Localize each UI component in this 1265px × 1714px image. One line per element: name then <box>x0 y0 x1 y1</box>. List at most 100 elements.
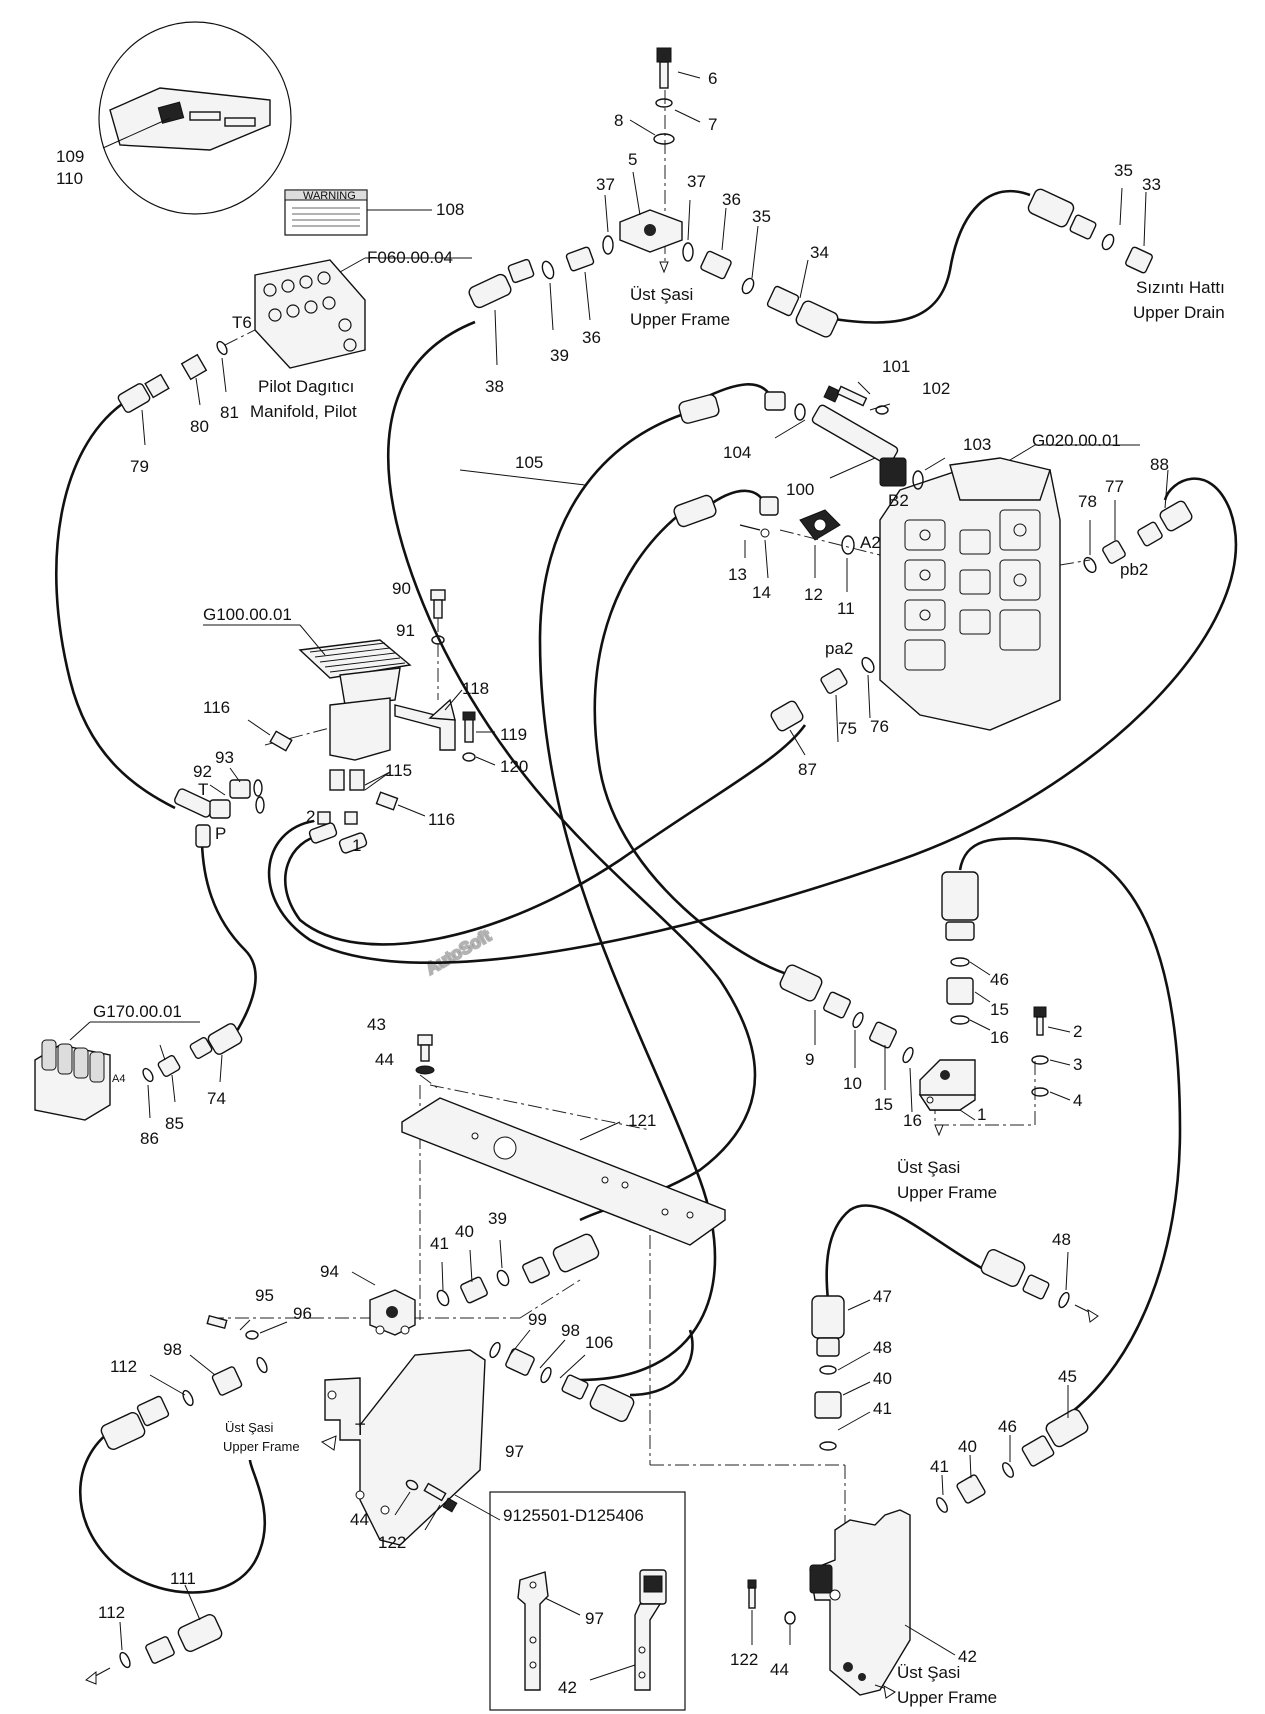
callout: 36 <box>582 328 601 347</box>
label-upper-drain: Upper Drain <box>1133 303 1225 322</box>
callout: 112 <box>110 1357 137 1376</box>
fittings-99-98-106 <box>489 1329 635 1422</box>
callout: 15 <box>874 1095 893 1114</box>
callout: 46 <box>990 970 1009 989</box>
callout: 105 <box>515 453 543 472</box>
hose-79-80 <box>55 402 176 810</box>
flange-b2-assembly <box>678 381 946 490</box>
ref-g020: G020.00.01 <box>1032 431 1121 450</box>
callout: 41 <box>930 1457 949 1476</box>
label-sizinti-hatti: Sızıntı Hattı <box>1136 278 1225 297</box>
callout: 12 <box>804 585 823 604</box>
bolts-44-122-left <box>394 1479 458 1531</box>
g170-solenoid-block <box>34 1021 243 1121</box>
fittings-40-41-45-46-lower <box>936 1385 1089 1513</box>
callout-numbers: 109 110 108 6 8 7 5 37 37 36 35 34 35 33… <box>56 69 1169 1697</box>
callout: 10 <box>843 1074 862 1093</box>
ref-g170: G170.00.01 <box>93 1002 182 1021</box>
hose-a2-line <box>593 508 791 977</box>
label-ust-sasi: Üst Şasi <box>225 1420 274 1435</box>
callout: 40 <box>455 1222 474 1241</box>
callout: 118 <box>462 679 489 698</box>
callout: 88 <box>1150 455 1169 474</box>
callout: 108 <box>436 200 464 219</box>
label-upper-frame: Upper Frame <box>897 1183 997 1202</box>
callout: 45 <box>1058 1367 1077 1386</box>
bolt-90-91 <box>430 589 446 700</box>
hose-pilot-to-74 <box>200 824 257 1046</box>
label-upper-frame: Upper Frame <box>897 1688 997 1707</box>
fittings-pa2 <box>770 656 875 756</box>
label-upper-frame: Upper Frame <box>223 1439 300 1454</box>
label-pilot-dagitici: Pilot Dagıtıcı <box>258 377 354 396</box>
port-label: T <box>198 780 208 799</box>
hose-45-15 <box>958 837 1182 1417</box>
hose-1-loop <box>283 724 807 946</box>
fittings-95-96-98 <box>100 1314 288 1450</box>
callout: 99 <box>528 1310 547 1329</box>
callout: 86 <box>140 1129 159 1148</box>
callout: 42 <box>958 1647 977 1666</box>
callout: 1 <box>352 836 361 855</box>
port-label: A4 <box>112 1073 125 1085</box>
tee-94-bracket-97: T <box>324 1271 501 1546</box>
callout: 2 <box>306 807 315 826</box>
label-ust-sasi: Üst Şasi <box>630 285 693 304</box>
port-label: T6 <box>232 313 252 332</box>
callout: 11 <box>837 599 855 618</box>
tee-block-1-assembly <box>779 964 976 1137</box>
ref-f060: F060.00.04 <box>367 248 453 267</box>
hose-112-111 <box>79 1428 267 1594</box>
callout: 7 <box>708 115 717 134</box>
callout: 39 <box>488 1209 507 1228</box>
callout: 74 <box>207 1089 226 1108</box>
hose-99-106 <box>629 1329 694 1397</box>
callout: 33 <box>1142 175 1161 194</box>
serial-range-box <box>489 1491 686 1711</box>
callout: 106 <box>585 1333 613 1352</box>
callout: 16 <box>903 1111 922 1130</box>
fittings-111-112 <box>85 1584 223 1685</box>
fittings-39-40-41 <box>436 1233 600 1307</box>
callout: 81 <box>220 403 239 422</box>
callout: 4 <box>1073 1091 1082 1110</box>
drain-fittings <box>1027 187 1153 274</box>
callout: 38 <box>485 377 504 396</box>
warning-decal-text: WARNING <box>303 190 356 202</box>
callout: 90 <box>392 579 411 598</box>
callout: 48 <box>1052 1230 1071 1249</box>
callout: 79 <box>130 457 149 476</box>
port-label: A2 <box>860 533 881 552</box>
callout: 13 <box>728 565 747 584</box>
callout: 34 <box>810 243 829 262</box>
callout: 122 <box>730 1650 758 1669</box>
callout: 116 <box>203 698 230 717</box>
callout: 5 <box>628 150 637 169</box>
fittings-48-right <box>980 1249 1099 1323</box>
callout: 116 <box>428 810 455 829</box>
callout: 48 <box>873 1338 892 1357</box>
callout: 121 <box>628 1111 656 1130</box>
callout: 47 <box>873 1287 892 1306</box>
ref-serial: 9125501-D125406 <box>503 1506 644 1525</box>
callout: 111 <box>170 1569 196 1588</box>
callout: 101 <box>882 357 910 376</box>
bracket-118 <box>394 689 496 766</box>
callout: 98 <box>561 1321 580 1340</box>
port-label: B2 <box>888 491 909 510</box>
port-label: pb2 <box>1120 560 1148 579</box>
callout: 78 <box>1078 492 1097 511</box>
pilot-pedal-valve <box>203 624 412 761</box>
port-label: pa2 <box>825 639 853 658</box>
port-label: P <box>215 824 226 843</box>
callout: 41 <box>873 1399 892 1418</box>
callout: 94 <box>320 1262 339 1281</box>
flange-a2-assembly <box>673 489 855 592</box>
callout: 43 <box>367 1015 386 1034</box>
callout: 39 <box>550 346 569 365</box>
callout: 97 <box>585 1609 604 1628</box>
pilot-tp-fittings <box>174 767 265 848</box>
callout: 42 <box>558 1678 577 1697</box>
callout: 91 <box>396 621 415 640</box>
